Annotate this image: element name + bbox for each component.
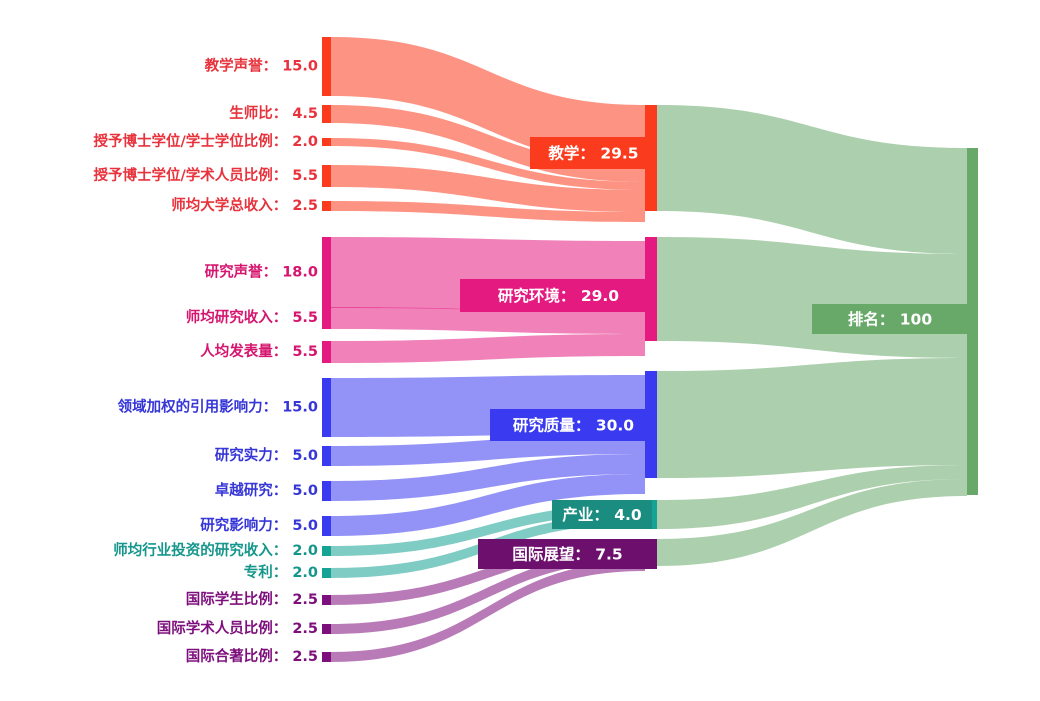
sankey-node-research_income[interactable] (322, 307, 331, 329)
node-label-box-teaching (530, 137, 657, 169)
node-label-international_outlook: 国际展望： 7.5 (478, 539, 657, 569)
sankey-link-institutional_income (331, 201, 645, 222)
sankey-node-research_excellence[interactable] (322, 481, 331, 501)
node-label-box-research_environment (460, 279, 657, 312)
sankey-node-doctorate_bachelor_ratio[interactable] (322, 138, 331, 146)
node-label-box-research_quality (490, 409, 657, 441)
source-label-publications_per_staff: 人均发表量： 5.5 (200, 342, 318, 360)
sankey-node-international_staff[interactable] (322, 624, 331, 634)
source-label-doctorate_bachelor_ratio: 授予博士学位/学士学位比例： 2.0 (93, 132, 318, 150)
sankey-link-research_environment-to-ranking (657, 237, 967, 358)
source-label-research_strength: 研究实力： 5.0 (215, 446, 318, 464)
source-label-international_staff: 国际学术人员比例： 2.5 (157, 619, 318, 637)
node-label-research_environment: 研究环境： 29.0 (460, 279, 657, 312)
sankey-link-teaching-to-ranking (657, 105, 967, 254)
sankey-link-international_staff (331, 551, 645, 634)
source-label-institutional_income: 师均大学总收入： 2.5 (171, 196, 318, 214)
sankey-node-ranking[interactable] (967, 148, 978, 495)
source-label-student_staff_ratio: 生师比： 4.5 (229, 104, 318, 122)
source-label-field_weighted_citation: 领域加权的引用影响力： 15.0 (118, 398, 318, 416)
node-label-industry: 产业： 4.0 (552, 500, 652, 529)
sankey-link-international_coauthorship (331, 561, 645, 662)
sankey-node-research_reputation[interactable] (322, 237, 331, 308)
node-label-text-ranking: 排名： 100 (848, 310, 932, 329)
sankey-link-research_quality-to-ranking (657, 358, 967, 478)
sankey-link-teaching_reputation (331, 37, 645, 164)
source-label-research_income: 师均研究收入： 5.5 (186, 308, 318, 326)
node-label-ranking: 排名： 100 (812, 304, 968, 334)
node-label-research_quality: 研究质量： 30.0 (490, 409, 657, 441)
sankey-link-research_excellence (331, 454, 645, 501)
sankey-node-international_students[interactable] (322, 595, 331, 605)
node-label-text-teaching: 教学： 29.5 (548, 144, 638, 163)
source-label-industry_research_income: 师均行业投资的研究收入： 2.0 (113, 541, 318, 559)
node-label-box-ranking (812, 304, 968, 334)
node-label-box-industry (552, 500, 652, 529)
source-label-patents: 专利： 2.0 (244, 563, 318, 581)
sankey-node-industry_research_income[interactable] (322, 546, 331, 556)
node-label-text-international_outlook: 国际展望： 7.5 (512, 545, 622, 564)
sankey-link-doctorate_bachelor_ratio (331, 138, 645, 190)
sankey-link-research_income (331, 307, 645, 334)
source-label-international_coauthorship: 国际合著比例： 2.5 (186, 647, 318, 665)
source-label-doctorate_staff_ratio: 授予博士学位/学术人员比例： 5.5 (93, 166, 318, 184)
sankey-link-international_students (331, 541, 645, 605)
sankey-node-teaching_reputation[interactable] (322, 37, 331, 96)
source-label-research_excellence: 卓越研究： 5.0 (215, 481, 318, 499)
sankey-link-doctorate_staff_ratio (331, 165, 645, 212)
sankey-node-research_strength[interactable] (322, 446, 331, 466)
sankey-node-publications_per_staff[interactable] (322, 341, 331, 363)
source-labels-layer: 教学声誉： 15.0 生师比： 4.5 授予博士学位/学士学位比例： 2.0 授予博士… (93, 57, 318, 666)
node-label-text-research_environment: 研究环境： 29.0 (498, 286, 619, 305)
node-label-teaching: 教学： 29.5 (530, 137, 657, 169)
sankey-node-patents[interactable] (322, 568, 331, 578)
sankey-link-publications_per_staff (331, 334, 645, 363)
source-label-international_students: 国际学生比例： 2.5 (186, 590, 318, 608)
sankey-node-student_staff_ratio[interactable] (322, 105, 331, 123)
source-label-teaching_reputation: 教学声誉： 15.0 (204, 57, 318, 75)
sankey-link-international_outlook-to-ranking (657, 479, 967, 566)
node-label-text-research_quality: 研究质量： 30.0 (513, 416, 634, 435)
sankey-node-international_coauthorship[interactable] (322, 652, 331, 662)
source-label-research_influence: 研究影响力： 5.0 (200, 516, 318, 534)
node-label-text-industry: 产业： 4.0 (562, 505, 642, 524)
sankey-link-research_influence (331, 474, 645, 536)
node-label-box-international_outlook (478, 539, 657, 569)
node-labels-layer: 教学： 29.5 研究环境： 29.0 研究质量： 30.0 产业： 4.0 国际展望：… (460, 137, 968, 569)
source-label-research_reputation: 研究声誉： 18.0 (205, 263, 318, 281)
sankey-link-research_strength (331, 434, 645, 466)
sankey-node-institutional_income[interactable] (322, 201, 331, 211)
links-layer (331, 37, 967, 662)
sankey-node-doctorate_staff_ratio[interactable] (322, 165, 331, 187)
sankey-node-field_weighted_citation[interactable] (322, 378, 331, 437)
sankey-node-research_influence[interactable] (322, 516, 331, 536)
sankey-link-industry-to-ranking (657, 465, 967, 529)
